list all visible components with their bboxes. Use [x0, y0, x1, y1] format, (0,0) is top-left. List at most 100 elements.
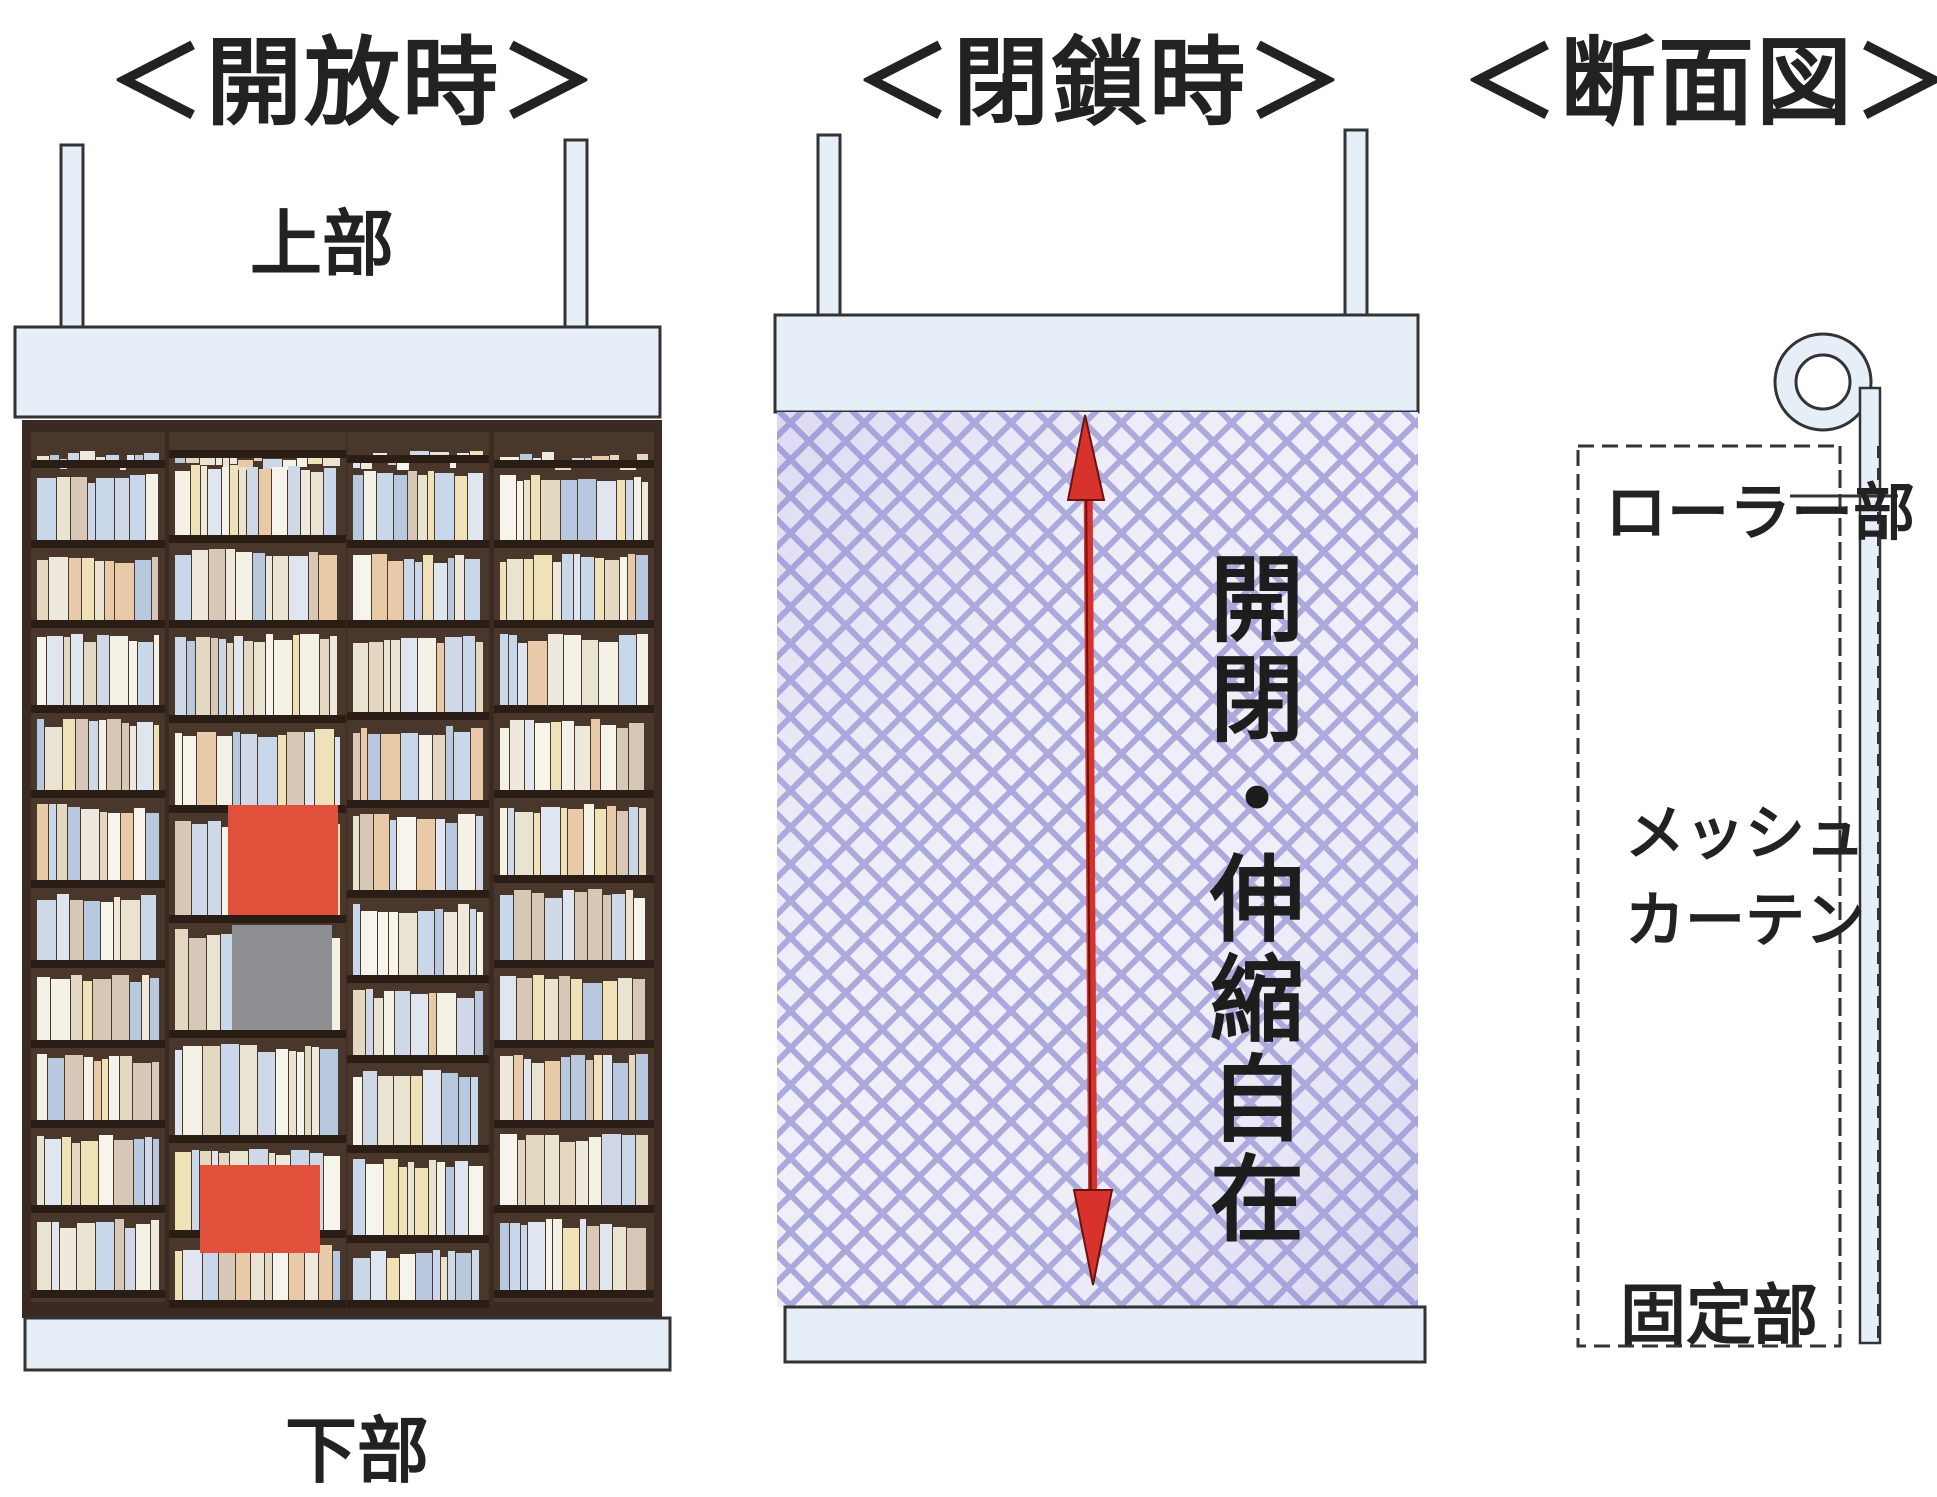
book — [320, 639, 329, 715]
book — [532, 1063, 544, 1120]
book — [563, 890, 574, 960]
book — [435, 473, 454, 540]
shelf-board — [169, 1030, 346, 1038]
book — [578, 479, 596, 540]
book — [236, 552, 252, 620]
dashed-housing — [1576, 444, 1842, 1348]
book — [45, 1139, 61, 1205]
book — [353, 990, 365, 1055]
book — [384, 640, 390, 712]
book — [335, 737, 340, 805]
book — [435, 909, 443, 975]
book — [594, 1055, 602, 1120]
book — [476, 642, 483, 712]
book — [99, 720, 106, 790]
book — [244, 641, 253, 715]
book — [441, 1257, 447, 1300]
book — [600, 1224, 612, 1290]
book — [602, 1134, 621, 1205]
book — [45, 727, 62, 790]
book — [144, 453, 159, 463]
book — [289, 1051, 296, 1135]
book — [500, 475, 516, 540]
shelf-board — [347, 975, 489, 983]
shelf-board — [494, 705, 654, 713]
book — [384, 1159, 398, 1235]
book — [568, 809, 583, 875]
roller-label: ローラー部 — [1605, 476, 1916, 549]
fixed-label: 固定部 — [1620, 1277, 1818, 1354]
book — [628, 554, 635, 620]
open-view — [13, 138, 672, 1372]
book — [196, 637, 210, 715]
book — [125, 1228, 135, 1290]
book — [500, 1056, 513, 1120]
book — [599, 642, 618, 705]
shelf-board — [31, 1040, 165, 1048]
book — [353, 1159, 365, 1235]
book — [377, 473, 393, 540]
book — [63, 719, 75, 790]
book — [458, 814, 475, 890]
book — [510, 720, 524, 790]
open-close-arrow — [1066, 414, 1114, 1286]
book — [273, 1251, 288, 1300]
book — [415, 1168, 428, 1235]
book — [192, 1150, 199, 1230]
book — [37, 478, 56, 540]
book — [71, 975, 82, 1040]
book — [353, 733, 360, 800]
shelf-board — [31, 960, 165, 968]
shelf-board — [494, 460, 654, 468]
book — [542, 452, 554, 462]
book — [258, 737, 277, 805]
book — [400, 1254, 415, 1300]
book — [216, 455, 222, 465]
shelf-board — [494, 620, 654, 628]
book — [613, 1227, 626, 1290]
closed-left-pole — [816, 133, 842, 332]
book — [221, 1044, 239, 1135]
book — [239, 467, 246, 535]
book — [500, 895, 513, 960]
book — [330, 636, 337, 715]
book — [639, 808, 646, 875]
book — [617, 811, 628, 875]
book — [115, 1219, 124, 1290]
book — [518, 643, 527, 705]
book — [418, 911, 434, 975]
book — [636, 1135, 648, 1205]
book — [629, 723, 644, 790]
book — [84, 642, 96, 705]
book — [203, 1253, 218, 1300]
book — [374, 814, 389, 890]
book — [276, 1049, 288, 1135]
book — [146, 813, 159, 880]
book — [394, 1076, 410, 1145]
book — [297, 1052, 304, 1135]
book — [469, 1166, 483, 1235]
book — [546, 1219, 552, 1290]
book — [319, 555, 337, 620]
book — [211, 638, 218, 715]
book — [315, 729, 334, 805]
book — [81, 1141, 98, 1205]
book — [324, 468, 336, 535]
book — [308, 454, 322, 464]
book — [626, 890, 633, 960]
shelf-board — [169, 535, 346, 543]
book — [581, 557, 594, 620]
book — [629, 1055, 635, 1120]
shelf-board — [347, 1055, 489, 1063]
book — [60, 1228, 76, 1290]
book — [401, 638, 417, 712]
shelf-board — [347, 1300, 489, 1308]
book — [69, 558, 81, 620]
book — [603, 895, 611, 960]
right-support-pole — [563, 138, 589, 332]
book — [374, 998, 383, 1055]
shelf-board — [347, 540, 489, 548]
book — [395, 991, 410, 1055]
book — [442, 1073, 458, 1145]
book — [96, 478, 114, 540]
